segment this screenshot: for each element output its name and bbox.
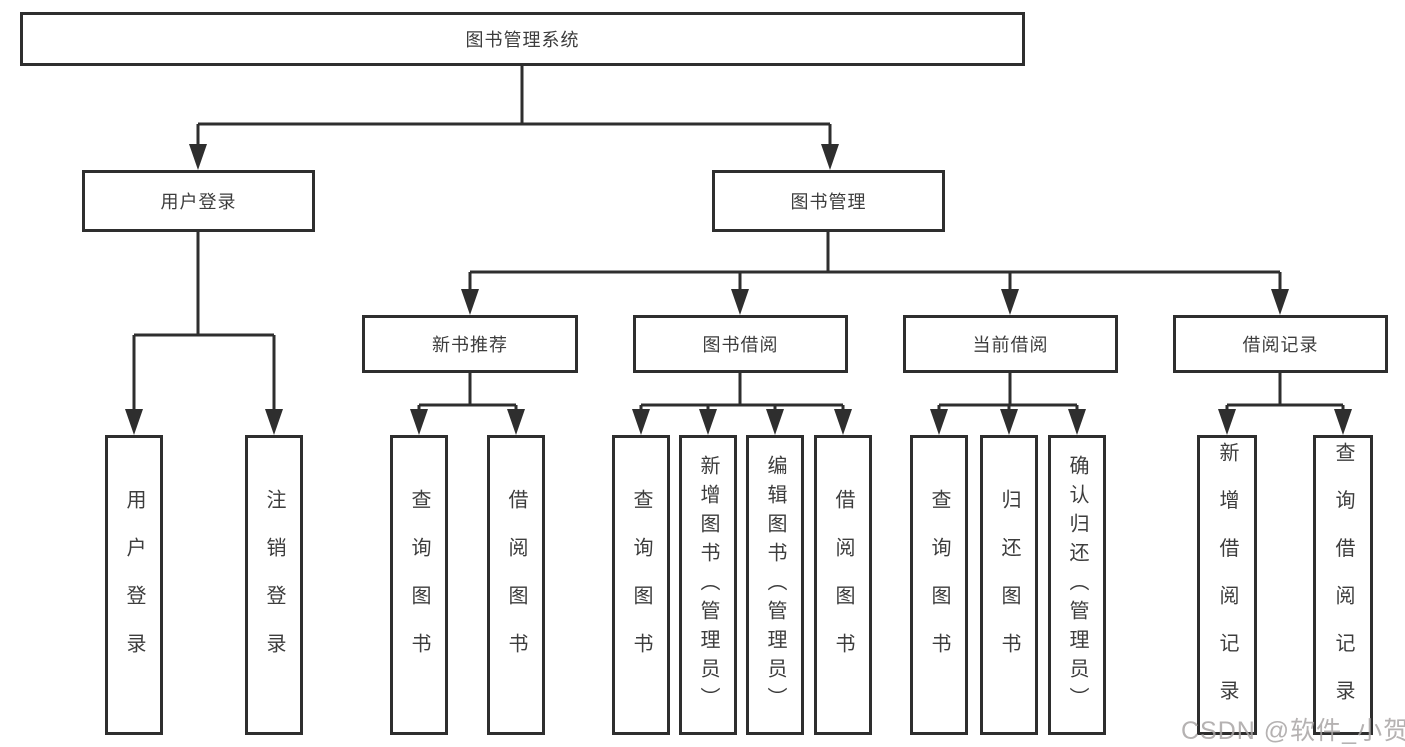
node-book-borrow: 图书借阅: [633, 315, 848, 373]
leaf-query-borrow-record: 查询借阅记录: [1313, 435, 1373, 735]
leaf-logout-label: 注销登录: [263, 489, 285, 681]
leaf-return-book-label: 归还图书: [998, 489, 1020, 681]
leaf-borrow-book-label: 借阅图书: [832, 489, 854, 681]
leaf-return-book: 归还图书: [980, 435, 1038, 735]
leaf-user-login: 用户登录: [105, 435, 163, 735]
leaf-edit-book-admin-label: 编辑图书（管理员）: [764, 454, 786, 716]
leaf-query-borrow-record-label: 查询借阅记录: [1332, 442, 1354, 728]
node-current-borrow: 当前借阅: [903, 315, 1118, 373]
node-new-book-recommend: 新书推荐: [362, 315, 578, 373]
leaf-recommend-borrow-book-label: 借阅图书: [505, 489, 527, 681]
leaf-edit-book-admin: 编辑图书（管理员）: [746, 435, 804, 735]
leaf-recommend-borrow-book: 借阅图书: [487, 435, 545, 735]
leaf-current-query-book-label: 查询图书: [928, 489, 950, 681]
node-user-login: 用户登录: [82, 170, 315, 232]
leaf-recommend-query-book: 查询图书: [390, 435, 448, 735]
leaf-add-book-admin-label: 新增图书（管理员）: [697, 454, 719, 716]
leaf-borrow-query-book-label: 查询图书: [630, 489, 652, 681]
node-borrow-records: 借阅记录: [1173, 315, 1388, 373]
leaf-recommend-query-book-label: 查询图书: [408, 489, 430, 681]
csdn-watermark: CSDN @软件_小贺同学: [1181, 717, 1405, 745]
node-book-management: 图书管理: [712, 170, 945, 232]
leaf-borrow-book: 借阅图书: [814, 435, 872, 735]
leaf-confirm-return-admin-label: 确认归还（管理员）: [1066, 454, 1088, 716]
leaf-borrow-query-book: 查询图书: [612, 435, 670, 735]
leaf-current-query-book: 查询图书: [910, 435, 968, 735]
root-node-library-system: 图书管理系统: [20, 12, 1025, 66]
leaf-user-login-label: 用户登录: [123, 489, 145, 681]
leaf-confirm-return-admin: 确认归还（管理员）: [1048, 435, 1106, 735]
leaf-add-book-admin: 新增图书（管理员）: [679, 435, 737, 735]
leaf-add-borrow-record: 新增借阅记录: [1197, 435, 1257, 735]
leaf-logout: 注销登录: [245, 435, 303, 735]
leaf-add-borrow-record-label: 新增借阅记录: [1216, 442, 1238, 728]
